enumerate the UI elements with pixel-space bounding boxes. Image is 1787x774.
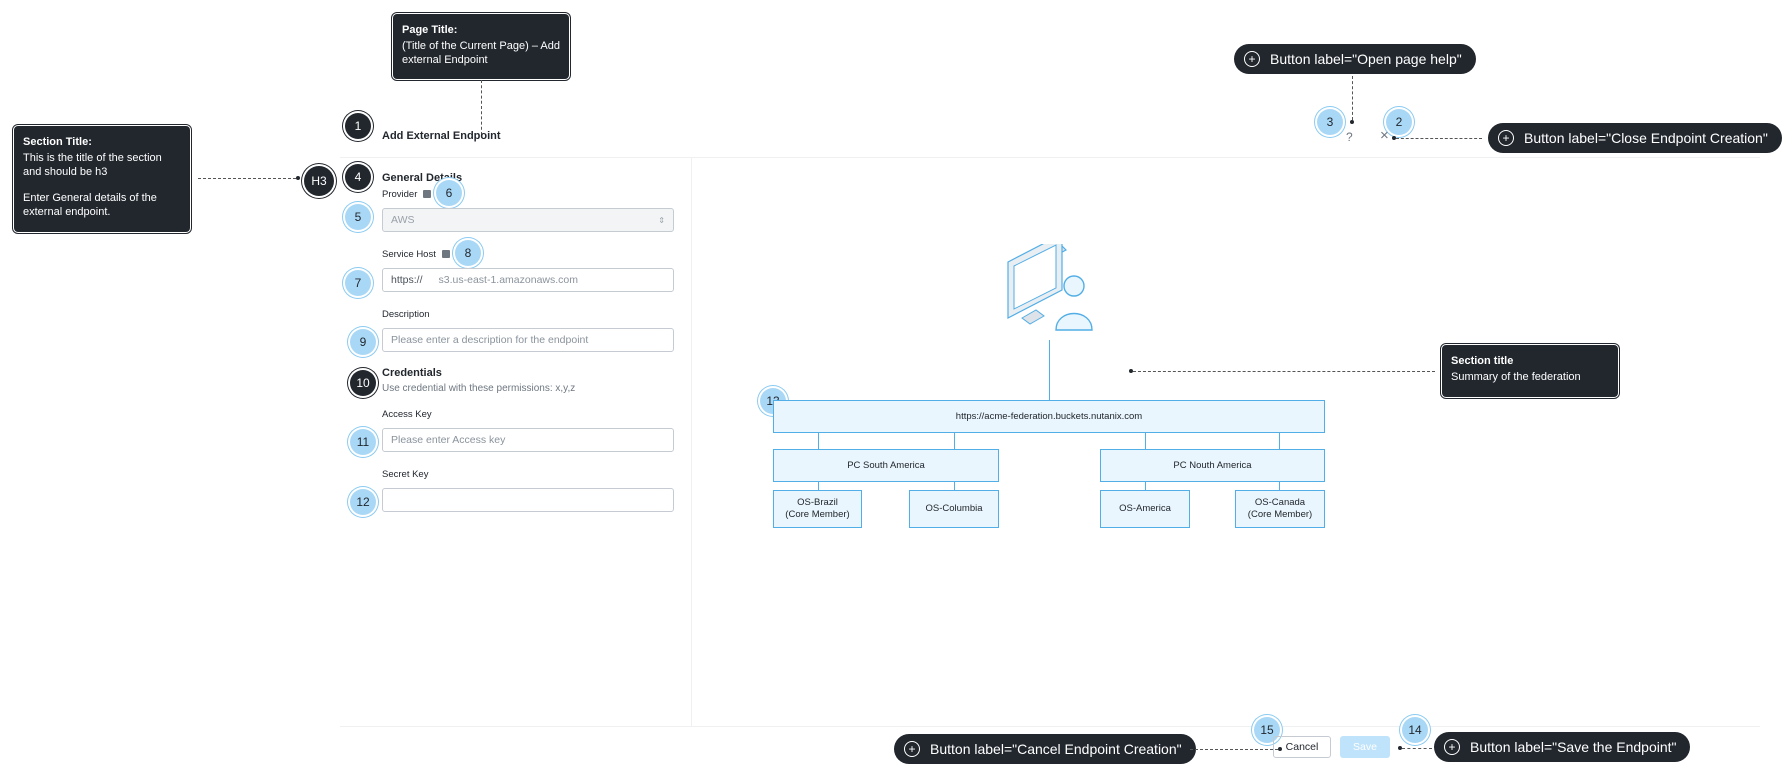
plus-icon: +	[904, 741, 920, 757]
access-key-label: Access Key	[382, 409, 432, 420]
close-annotation: + Button label="Close Endpoint Creation"	[1488, 123, 1782, 153]
badge-4: 4	[345, 164, 371, 190]
connector	[1133, 371, 1435, 372]
connector-dot	[1392, 136, 1396, 140]
service-host-label-text: Service Host	[382, 249, 436, 260]
annotation-body: (Title of the Current Page) – Add extern…	[402, 40, 560, 66]
credentials-heading: Credentials	[382, 367, 442, 379]
badge-2: 2	[1386, 109, 1412, 135]
service-host-value: s3.us-east-1.amazonaws.com	[438, 274, 578, 286]
annotation-label: Button label="Cancel Endpoint Creation"	[930, 741, 1182, 757]
member-node: OS-Canada (Core Member)	[1235, 490, 1325, 528]
plus-icon: +	[1444, 739, 1460, 755]
badge-5: 5	[345, 204, 371, 230]
node-connector	[1279, 482, 1280, 490]
badge-10: 10	[350, 370, 376, 396]
node-connector	[818, 433, 819, 449]
description-input[interactable]: Please enter a description for the endpo…	[382, 328, 674, 352]
cancel-button[interactable]: Cancel	[1273, 736, 1331, 758]
cancel-annotation: + Button label="Cancel Endpoint Creation…	[894, 734, 1196, 764]
computer-user-illustration	[1007, 244, 1093, 331]
node-connector	[954, 482, 955, 490]
service-host-prefix: https://	[391, 274, 423, 286]
annotation-body: Enter General details of the external en…	[23, 192, 157, 218]
credentials-subtext: Use credential with these permissions: x…	[382, 383, 576, 394]
badge-14: 14	[1402, 717, 1428, 743]
connector	[481, 80, 482, 135]
connector-dot	[296, 176, 300, 180]
header-divider	[340, 157, 1760, 158]
badge-6: 6	[436, 180, 462, 206]
connector	[1402, 748, 1432, 749]
h3-badge: H3	[304, 166, 334, 196]
plus-icon: +	[1498, 130, 1514, 146]
provider-select[interactable]: AWS ⇕	[382, 208, 674, 232]
region-node: PC Nouth America	[1100, 449, 1325, 482]
badge-3: 3	[1317, 109, 1343, 135]
annotation-label: Button label="Open page help"	[1270, 51, 1462, 67]
node-connector	[1279, 433, 1280, 449]
plus-icon: +	[1244, 51, 1260, 67]
annotation-title: Page Title:	[402, 24, 458, 36]
federation-root-node: https://acme-federation.buckets.nutanix.…	[773, 400, 1325, 433]
annotation-label: Button label="Close Endpoint Creation"	[1524, 130, 1768, 146]
annotation-body: Summary of the federation	[1451, 371, 1581, 383]
annotation-title: Section title	[1451, 355, 1514, 367]
member-label: OS-Columbia	[925, 503, 983, 514]
member-label: OS-Canada (Core Member)	[1247, 497, 1313, 520]
node-connector	[1145, 433, 1146, 449]
node-connector	[1145, 482, 1146, 490]
description-label: Description	[382, 309, 430, 320]
service-host-input[interactable]: https:// s3.us-east-1.amazonaws.com	[382, 268, 674, 292]
region-node: PC South America	[773, 449, 999, 482]
annotation-title: Section Title:	[23, 136, 92, 148]
connector-dot	[1350, 120, 1354, 124]
help-annotation: + Button label="Open page help"	[1234, 44, 1476, 74]
badge-7: 7	[345, 270, 371, 296]
connector-dot	[1278, 747, 1282, 751]
access-key-input[interactable]: Please enter Access key	[382, 428, 674, 452]
save-annotation: + Button label="Save the Endpoint"	[1434, 732, 1691, 762]
connector-dot	[1398, 746, 1402, 750]
service-host-label: Service Host	[382, 249, 450, 260]
member-node: OS-America	[1100, 490, 1190, 528]
help-icon[interactable]: ?	[1346, 130, 1353, 144]
annotation-label: Button label="Save the Endpoint"	[1470, 739, 1677, 755]
page-title-annotation: Page Title: (Title of the Current Page) …	[393, 14, 569, 79]
info-icon[interactable]	[423, 190, 432, 199]
secret-key-input[interactable]	[382, 488, 674, 512]
secret-key-label: Secret Key	[382, 469, 429, 480]
summary-annotation: Section title Summary of the federation	[1442, 345, 1618, 397]
save-button[interactable]: Save	[1340, 736, 1390, 758]
node-connector	[954, 433, 955, 449]
provider-value: AWS	[391, 214, 415, 226]
illustration-connector	[1049, 340, 1050, 400]
annotation-body: This is the title of the section and sho…	[23, 152, 162, 178]
badge-12: 12	[350, 489, 376, 515]
member-label: OS-America	[1119, 503, 1171, 514]
page-title: Add External Endpoint	[382, 130, 501, 142]
footer-divider	[340, 726, 1760, 727]
connector-dot	[1129, 369, 1133, 373]
connector	[1396, 138, 1482, 139]
badge-9: 9	[350, 329, 376, 355]
badge-8: 8	[455, 240, 481, 266]
member-node: OS-Brazil (Core Member)	[773, 490, 862, 528]
badge-11: 11	[350, 429, 376, 455]
connector	[1352, 76, 1353, 120]
connector	[198, 178, 296, 179]
info-icon[interactable]	[441, 250, 450, 259]
node-connector	[818, 482, 819, 490]
section-title-annotation: Section Title: This is the title of the …	[14, 126, 190, 232]
provider-label: Provider	[382, 189, 432, 200]
provider-label-text: Provider	[382, 189, 418, 200]
badge-1: 1	[345, 113, 371, 139]
select-arrows-icon: ⇕	[658, 215, 665, 225]
member-label: OS-Brazil (Core Member)	[785, 497, 850, 520]
connector	[1190, 749, 1278, 750]
member-node: OS-Columbia	[909, 490, 999, 528]
close-icon[interactable]: ×	[1380, 127, 1389, 144]
panel-divider	[691, 158, 692, 726]
